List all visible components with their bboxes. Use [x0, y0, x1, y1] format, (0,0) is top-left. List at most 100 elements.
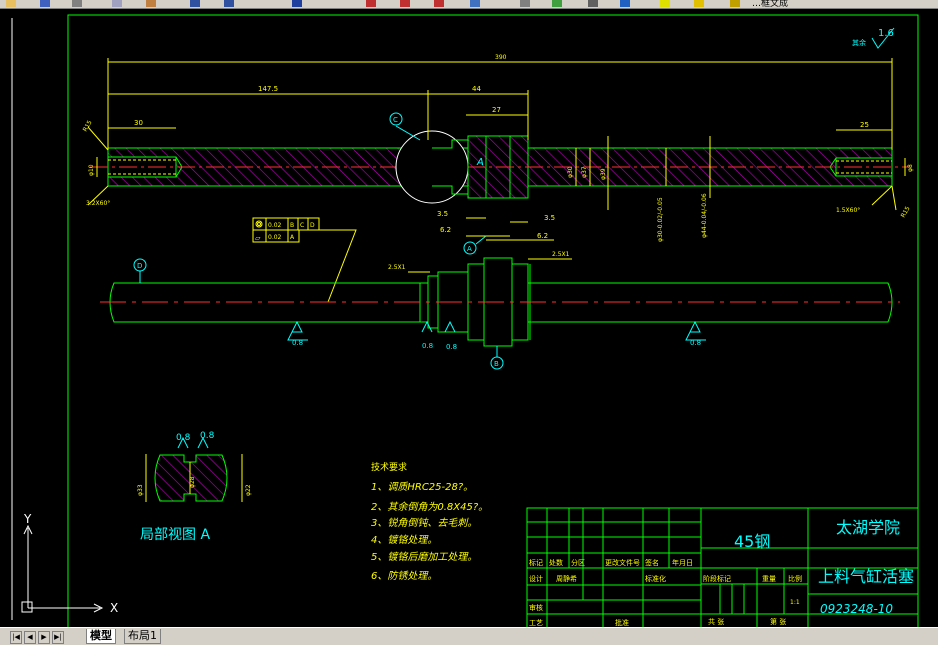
stage-label: 阶段标记 — [703, 574, 731, 583]
first-tab-icon[interactable]: |◀ — [10, 631, 22, 644]
drawing-svg: 其余 1.6 — [11, 14, 919, 636]
phi-39: φ39 — [600, 168, 607, 180]
dim-27: 27 — [492, 106, 501, 114]
roughness-3: 0.8 — [422, 342, 433, 350]
tech-req-item-1: 1、调质HRC25-28?。 — [371, 481, 473, 493]
layout-tab-bar: |◀ ◀ ▶ ▶| 模型 布局1 — [0, 627, 938, 645]
roughness-note-label: 其余 — [852, 38, 866, 47]
sheet-number: 第 张 — [770, 617, 786, 626]
dim-6-2-left: 6.2 — [440, 226, 451, 234]
scale-value: 1:1 — [790, 599, 800, 606]
roughness-note-value: 1.6 — [878, 28, 894, 39]
section-view[interactable] — [90, 130, 910, 204]
tech-req-item-4: 4、镀铬处理。 — [371, 534, 437, 546]
calculator-icon[interactable] — [588, 0, 598, 7]
roughness-4: 0.8 — [446, 343, 457, 351]
hdr-zone: 分区 — [571, 558, 585, 567]
gdt-datum-b: B — [290, 222, 294, 229]
partial-dim-2: φ28 — [189, 476, 196, 488]
design-center-icon[interactable] — [520, 0, 530, 7]
print-icon[interactable] — [72, 0, 82, 7]
partial-view-title: 局部视图 A — [140, 527, 210, 543]
save-icon[interactable] — [40, 0, 50, 7]
properties-icon[interactable] — [470, 0, 480, 7]
hdr-count: 处数 — [549, 558, 563, 567]
lock-icon[interactable] — [730, 0, 740, 7]
datum-a-icon — [463, 241, 477, 255]
sun-icon[interactable] — [694, 0, 704, 7]
ucs-x-label: X — [110, 601, 118, 615]
scale-label: 比例 — [788, 574, 802, 583]
drawing-number: 0923248-10 — [820, 602, 893, 616]
chamfer-right: 2.5X1 — [552, 251, 570, 258]
datum-c-icon — [389, 112, 403, 126]
datum-b-label: B — [494, 360, 499, 368]
phi-right: φ8 — [907, 164, 914, 172]
tech-req-item-3: 3、锐角倒钝、去毛刺。 — [371, 517, 477, 529]
tab-model[interactable]: 模型 — [86, 629, 116, 644]
copy-icon[interactable] — [112, 0, 122, 7]
roughness-6: 0.8 — [200, 431, 215, 441]
dim-3-5-right: 3.5 — [544, 214, 555, 222]
chamfer-left: 2.5X1 — [388, 264, 406, 271]
datum-d-label: D — [137, 262, 142, 270]
part-name: 上料气缸活塞 — [818, 567, 914, 586]
undo-icon[interactable] — [190, 0, 200, 7]
partial-dim-3: φ22 — [245, 484, 252, 496]
dim-overall: 390 — [495, 54, 507, 61]
tech-req-item-2: 2、其余倒角为0.8X45?。 — [371, 501, 488, 513]
roughness-symbol-icon — [871, 27, 895, 49]
gdt-tol-1: 0.02 — [268, 222, 282, 229]
dim-25: 25 — [860, 121, 869, 129]
tab-layout1[interactable]: 布局1 — [124, 629, 161, 644]
tool-palette-icon[interactable] — [552, 0, 562, 7]
flatness-icon: ⏥ — [255, 234, 261, 242]
toolbar-partial-label: …框文成 — [752, 0, 789, 9]
designer-label: 设计 — [529, 574, 543, 583]
gdt-datum-d: D — [310, 222, 315, 229]
craft-label: 工艺 — [529, 619, 543, 627]
hdr-change-doc: 更改文件号 — [605, 558, 640, 567]
paste-icon[interactable] — [146, 0, 156, 7]
tech-req-item-6: 6、防锈处理。 — [371, 570, 437, 582]
thread-left: 3.2X60° — [86, 200, 110, 207]
dim-6-2-right: 6.2 — [537, 232, 548, 240]
model-space-canvas[interactable]: 其余 1.6 — [0, 9, 938, 636]
approve-label: 批准 — [615, 618, 629, 627]
partial-view-a[interactable] — [145, 454, 243, 502]
datum-c-label: C — [393, 116, 398, 124]
dim-30: 30 — [134, 119, 143, 127]
layer-icon[interactable] — [660, 0, 670, 7]
zoom-icon[interactable] — [366, 0, 376, 7]
gdt-frame: ⏥ 0.02 0.02 B C D A — [252, 217, 357, 303]
concentricity-icon — [255, 220, 263, 228]
gdt-datum-c: C — [300, 222, 304, 229]
fit-phi-30: φ30-0.02/-0.05 — [657, 197, 664, 242]
gdt-tol-2: 0.02 — [268, 234, 282, 241]
tech-req-item-5: 5、镀铬后磨加工处理。 — [371, 551, 477, 563]
hdr-mark: 标记 — [529, 558, 543, 567]
dim-44: 44 — [472, 85, 481, 93]
fit-phi-44: φ44-0.04/-0.06 — [701, 193, 708, 238]
zoom-prev-icon[interactable] — [434, 0, 444, 7]
last-tab-icon[interactable]: ▶| — [52, 631, 64, 644]
dimension-lines — [87, 58, 906, 241]
datum-a-label: A — [467, 245, 472, 253]
help-icon[interactable] — [620, 0, 630, 7]
pan-icon[interactable] — [292, 0, 302, 7]
title-block — [526, 507, 919, 629]
next-tab-icon[interactable]: ▶ — [38, 631, 50, 644]
zoom-window-icon[interactable] — [400, 0, 410, 7]
phi-30: φ30 — [567, 166, 574, 178]
roughness-symbols — [287, 320, 706, 341]
roughness-5: 0.8 — [176, 433, 191, 443]
open-icon[interactable] — [6, 0, 16, 7]
radius-right: R15 — [900, 205, 912, 219]
top-toolbar: …框文成 — [0, 0, 938, 9]
weight-label: 重量 — [762, 575, 776, 583]
prev-tab-icon[interactable]: ◀ — [24, 631, 36, 644]
dim-147-5: 147.5 — [258, 85, 278, 93]
tech-req-title: 技术要求 — [371, 461, 407, 473]
redo-icon[interactable] — [224, 0, 234, 7]
roughness-2: 0.8 — [690, 339, 701, 347]
